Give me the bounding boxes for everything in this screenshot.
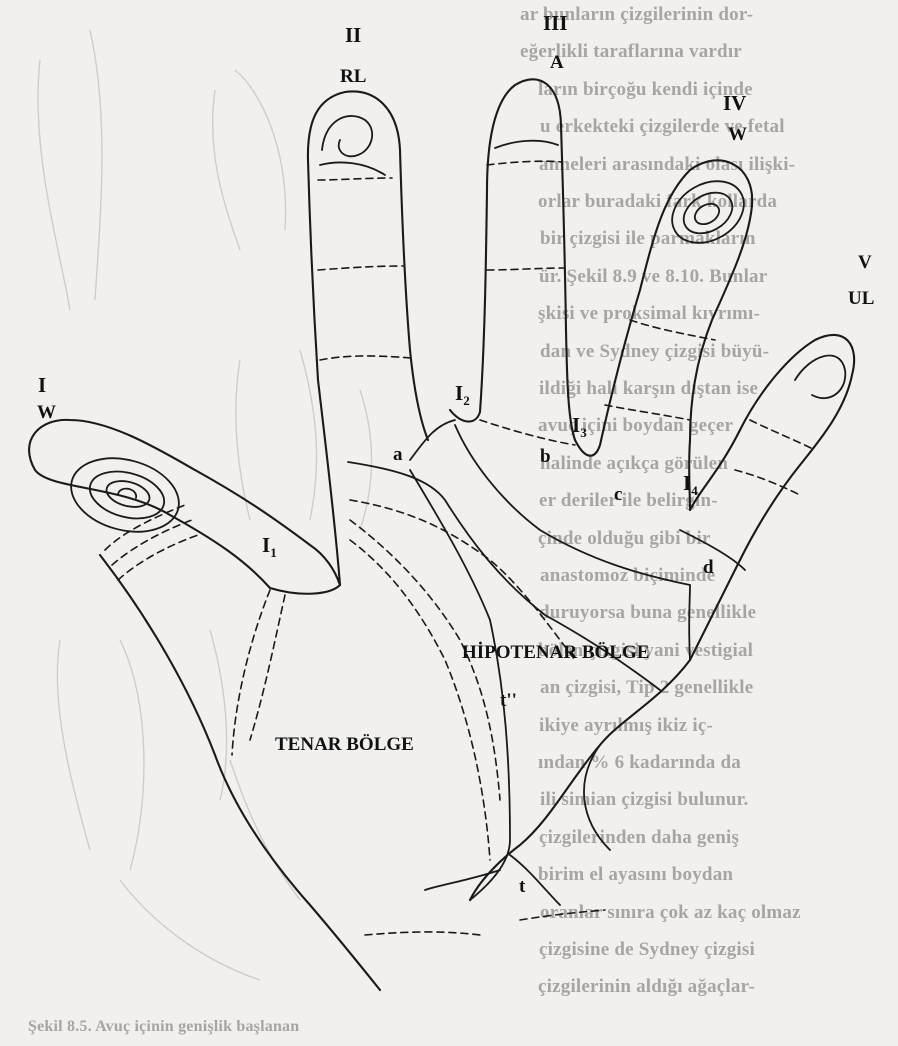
- finger-I-pattern: W: [37, 402, 56, 423]
- show-through-sketches: [38, 30, 372, 980]
- interdigital-I4-index: 4: [691, 483, 698, 498]
- palmar-axial-dashed-2: [350, 540, 490, 860]
- finger-II-pattern: RL: [340, 66, 366, 87]
- interdigital-I3-index: 3: [580, 425, 587, 440]
- axial-line: [410, 470, 510, 900]
- interdigital-I4-letter: I: [683, 471, 691, 495]
- triradius-a: a: [393, 444, 403, 465]
- finger-III-pattern: A: [550, 52, 564, 73]
- finger-IV-pattern: W: [728, 124, 747, 145]
- triradius-a-lines: [410, 420, 455, 460]
- index-flexion-creases: [318, 178, 412, 360]
- ring-whorl-pattern: [661, 169, 755, 255]
- hypothenar-region-label: HİPOTENAR BÖLGE: [462, 642, 649, 663]
- interdigital-I2: I2: [455, 381, 470, 408]
- triradius-d-lines: [680, 530, 745, 660]
- index-loop-pattern: [320, 116, 385, 175]
- middle-finger-outline: [450, 79, 575, 440]
- palm-left-edge: [100, 555, 380, 990]
- finger-II-roman: II: [345, 23, 361, 47]
- finger-III-roman: III: [543, 11, 568, 35]
- wrist-dashed: [365, 910, 605, 935]
- thenar-crease-2: [250, 595, 285, 740]
- thumb-whorl-pattern: [63, 447, 187, 543]
- little-finger-outline: [690, 335, 854, 660]
- interdigital-I1-index: 1: [270, 545, 277, 560]
- triradius-t: t: [519, 876, 526, 897]
- finger-V-roman: V: [858, 252, 872, 273]
- thenar-region-label: TENAR BÖLGE: [275, 734, 414, 755]
- middle-flexion-creases: [487, 161, 565, 270]
- labels: I W II RL III A IV W V UL I1 I2 I3 I4 a …: [37, 11, 874, 897]
- hypothenar-dashed: [350, 500, 575, 660]
- ring-flexion-creases: [605, 320, 715, 420]
- interdigital-I2-letter: I: [455, 381, 463, 405]
- interdigital-I1-letter: I: [262, 533, 270, 557]
- little-loop-pattern: [795, 356, 845, 399]
- triradius-t-double-prime: t'': [500, 690, 517, 711]
- little-flexion-creases: [735, 420, 815, 495]
- triradius-b: b: [540, 446, 551, 467]
- interdigital-I4: I4: [683, 471, 698, 498]
- finger-IV-roman: IV: [723, 91, 746, 115]
- finger-I-roman: I: [38, 373, 46, 397]
- index-finger-outline: [308, 91, 428, 585]
- interdigital-I2-index: 2: [463, 393, 470, 408]
- interdigital-I1: I1: [262, 533, 277, 560]
- triradius-d: d: [703, 557, 714, 578]
- interdigital-I3: I3: [572, 413, 587, 440]
- thumb-outline: [29, 420, 340, 594]
- interdigital-I3-letter: I: [572, 413, 580, 437]
- thenar-crease: [232, 590, 270, 755]
- middle-arch-pattern: [495, 141, 558, 148]
- finger-V-pattern: UL: [848, 288, 874, 309]
- triradius-c: c: [614, 484, 622, 505]
- b-dashed: [480, 420, 575, 445]
- distal-transverse-crease: [455, 425, 690, 585]
